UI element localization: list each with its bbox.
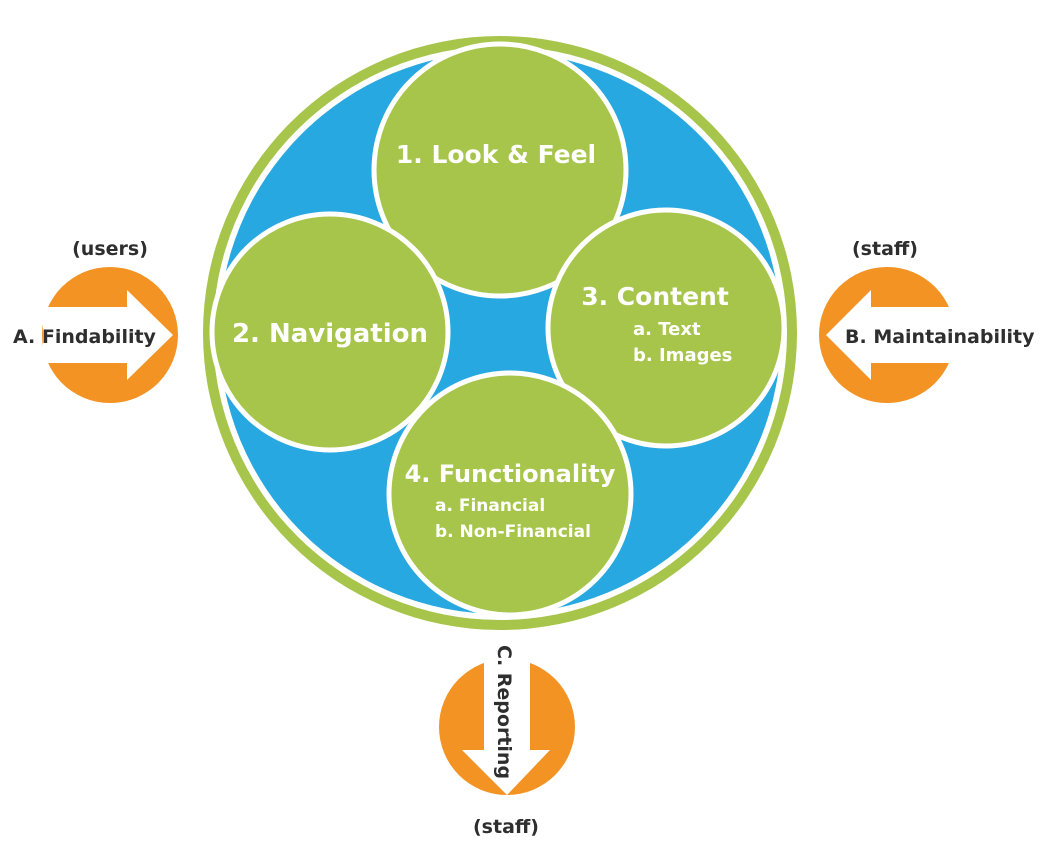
maintainability-label: B. Maintainability: [845, 326, 1035, 348]
content-sub-a: a. Text: [633, 319, 701, 340]
reporting-audience: (staff): [473, 816, 539, 838]
maintainability-audience: (staff): [852, 238, 918, 260]
reporting-group: C. Reporting (staff): [439, 640, 575, 838]
functionality-sub-b: b. Non-Financial: [435, 522, 591, 542]
circle-functionality: 4. Functionality a. Financial b. Non-Fin…: [386, 370, 634, 618]
arrow-down-icon: [462, 640, 550, 795]
functionality-sub-a: a. Financial: [435, 496, 545, 516]
arrow-left-icon: [826, 290, 955, 380]
maintainability-group: (staff) B. Maintainability: [819, 238, 1035, 403]
content-sub-b: b. Images: [633, 345, 732, 366]
circle-content: 3. Content a. Text b. Images: [545, 207, 787, 449]
circle-look-feel: 1. Look & Feel: [371, 41, 629, 299]
findability-label: A. Findability: [13, 326, 157, 348]
blue-disk: [219, 52, 781, 614]
circle-navigation: 2. Navigation: [209, 211, 451, 453]
navigation-title: 2. Navigation: [232, 319, 428, 349]
arrow-right-icon: [43, 290, 173, 380]
functionality-title: 4. Functionality: [405, 460, 616, 488]
findability-group: (users) A. Findability: [13, 238, 178, 403]
reporting-label: C. Reporting: [493, 645, 515, 779]
findability-audience: (users): [72, 238, 148, 260]
content-title: 3. Content: [581, 282, 729, 311]
look-feel-title: 1. Look & Feel: [396, 140, 596, 169]
